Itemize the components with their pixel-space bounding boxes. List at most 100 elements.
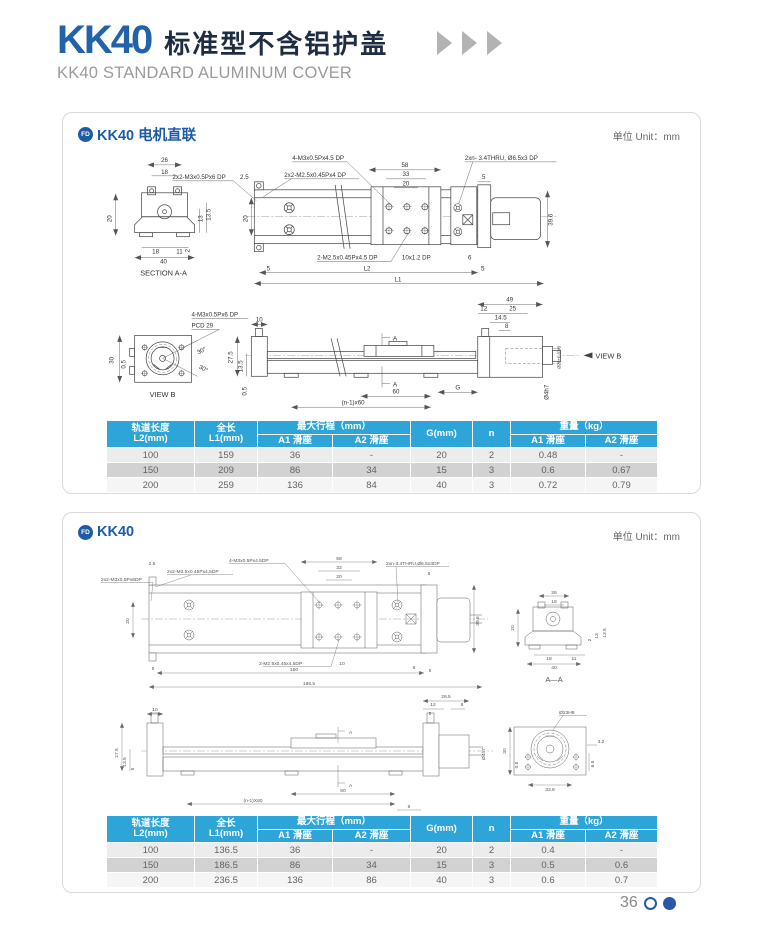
dim-label: 150 <box>290 667 298 673</box>
dim-label: 13.5 <box>122 757 128 767</box>
dim-label: 6 <box>468 255 472 262</box>
dim-label: 5 <box>428 571 431 577</box>
dim-label: 58 <box>402 162 409 169</box>
thread-label: 10x1.2 DP <box>402 255 431 262</box>
dim-label: 60 <box>393 389 400 396</box>
plan-view: 2.5 2x2-M2.5x0.45Px4.5DP 2x2-M3x0.5Px6DP… <box>101 556 488 689</box>
dim-label: 20 <box>336 574 342 580</box>
page-subtitle: KK40 STANDARD ALUMINUM COVER <box>57 64 353 82</box>
thread-label: 2x2-M3x0.5Px6DP <box>101 577 142 583</box>
dim-label: 26.5 <box>441 694 451 700</box>
thread-label: 2x2-M2.5x0.45Px4.5DP <box>167 569 219 575</box>
dim-label: 60 <box>340 788 346 794</box>
dim-label: 5 <box>481 266 485 273</box>
thread-label: 2-M2.5x0.45x4.5DP <box>259 661 302 667</box>
panel-kk40: FD KK40 单位 Unit：mm <box>62 512 701 893</box>
section-marker: A <box>349 783 353 789</box>
dim-label: Ø20+0.03/0 <box>557 345 562 369</box>
panel2-drawing: 2.5 2x2-M2.5x0.45Px4.5DP 2x2-M3x0.5Px6DP… <box>101 556 608 811</box>
panel1-header: FD KK40 电机直联 <box>78 124 196 145</box>
panel2-title: KK40 <box>97 524 135 540</box>
dim-label: Ø4h7 <box>544 384 551 400</box>
dim-label: 5 <box>482 174 486 181</box>
dim-label: 39.6 <box>475 616 481 626</box>
page-ring-icon <box>643 896 657 910</box>
dim-label: 30° <box>197 364 209 375</box>
dim-label: 5 <box>130 767 136 770</box>
side-view: 10 27.5 13.5 0.5 49 12 25 14.5 8 A A G 6… <box>227 297 621 410</box>
dim-label: 20 <box>510 625 516 631</box>
thread-label: 2xn- 3.4THRU, Ø6.5x3 DP <box>465 155 538 162</box>
dim-label: (n-1)x60 <box>342 400 366 407</box>
dim-label: G <box>455 384 460 391</box>
panel1-drawing: 26 18 20 13.5 13 2 18 11 40 SECTION A-A <box>107 155 621 410</box>
dim-label: 13.5 <box>602 628 608 638</box>
dim-label: PCD 29 <box>192 322 214 329</box>
dim-label: 26 <box>161 157 168 164</box>
thread-label: 2-M2.5x0.45Px4.5 DP <box>317 255 377 262</box>
dim-label: 13 <box>197 215 204 222</box>
col-header-g: G(mm) <box>410 419 473 449</box>
thread-label: 2x2-M3x0.5Px6 DP <box>173 174 226 181</box>
col-header-a1: A1 滑座 <box>257 433 333 449</box>
col-header-a2: A2 滑座 <box>332 433 411 449</box>
dim-label: 0.5 <box>241 386 248 395</box>
dim-label: 30 <box>109 356 116 363</box>
col-header-a2: A2 滑座 <box>585 433 658 449</box>
dim-label: 13.5 <box>205 208 212 221</box>
view-caption: A—A <box>545 675 562 684</box>
dim-label: 58 <box>336 556 342 562</box>
dim-label: 20 <box>402 180 409 187</box>
dim-label: 26 <box>551 590 557 596</box>
dim-label: 10 <box>256 316 263 323</box>
dim-label: 186.5 <box>303 681 316 687</box>
dim-label: 27.5 <box>114 748 120 758</box>
dim-label: Ø23H8 <box>559 710 575 716</box>
thread-label: 2x2-M2.5x0.45Px4 DP <box>284 172 346 179</box>
dim-label: 33 <box>402 171 409 178</box>
dim-label: 2 <box>185 248 192 252</box>
page-header: KK40 标准型不含铝护盖 KK40 STANDARD ALUMINUM COV… <box>57 20 388 83</box>
dim-label: L1 <box>395 277 402 284</box>
section-aa-view: 26 18 20 2 13 13.5 18 11 40 A—A <box>510 590 608 684</box>
dim-label: 2 <box>587 638 593 641</box>
dim-label: 0.5 <box>121 359 128 368</box>
section-marker: A <box>349 730 353 736</box>
dim-label: 20 <box>125 618 131 624</box>
col-header-a2: A2 滑座 <box>332 828 411 844</box>
section-marker: A <box>393 335 398 342</box>
plan-view: 4-M3x0.5Px4.5 DP 2xn- 3.4THRU, Ø6.5x3 DP… <box>173 155 557 287</box>
panel-motor-direct: FD KK40 电机直联 单位 Unit：mm <box>62 112 701 494</box>
dim-label: 11 <box>571 656 576 662</box>
page-footer: 36 <box>620 894 676 912</box>
col-header-a1: A1 滑座 <box>257 828 333 844</box>
col-header-max-stroke: 最大行程（mm） <box>257 815 411 830</box>
dim-label: 30 <box>502 748 508 754</box>
page-number: 36 <box>620 894 638 911</box>
dim-label: 5 <box>429 668 432 674</box>
dim-label: 5 <box>152 666 155 672</box>
section-aa-view: 26 18 20 13.5 13 2 18 11 40 SECTION A-A <box>107 157 213 278</box>
brand-badge-icon: FD <box>78 127 93 142</box>
dim-label: 49 <box>506 297 513 304</box>
triple-arrow-icon <box>437 31 502 55</box>
dim-label: 5 <box>267 266 271 273</box>
thread-label: 4-M3x0.5Px6 DP <box>192 311 239 318</box>
dim-label: 10 <box>152 707 158 713</box>
dim-label: 6 <box>408 804 411 810</box>
thread-label: 2xn-3.4THRU,Ø6.5x3DP <box>386 561 440 567</box>
col-header-a1: A1 滑座 <box>510 828 586 844</box>
dim-label: (n-1)X60 <box>243 798 262 804</box>
section-marker: A <box>393 381 398 388</box>
col-header-weight: 重量（kg） <box>510 420 658 435</box>
view-caption: SECTION A-A <box>140 269 187 278</box>
thread-label: 4-M3x0.5Px4.5 DP <box>292 155 344 162</box>
dim-label: 18 <box>161 169 168 176</box>
